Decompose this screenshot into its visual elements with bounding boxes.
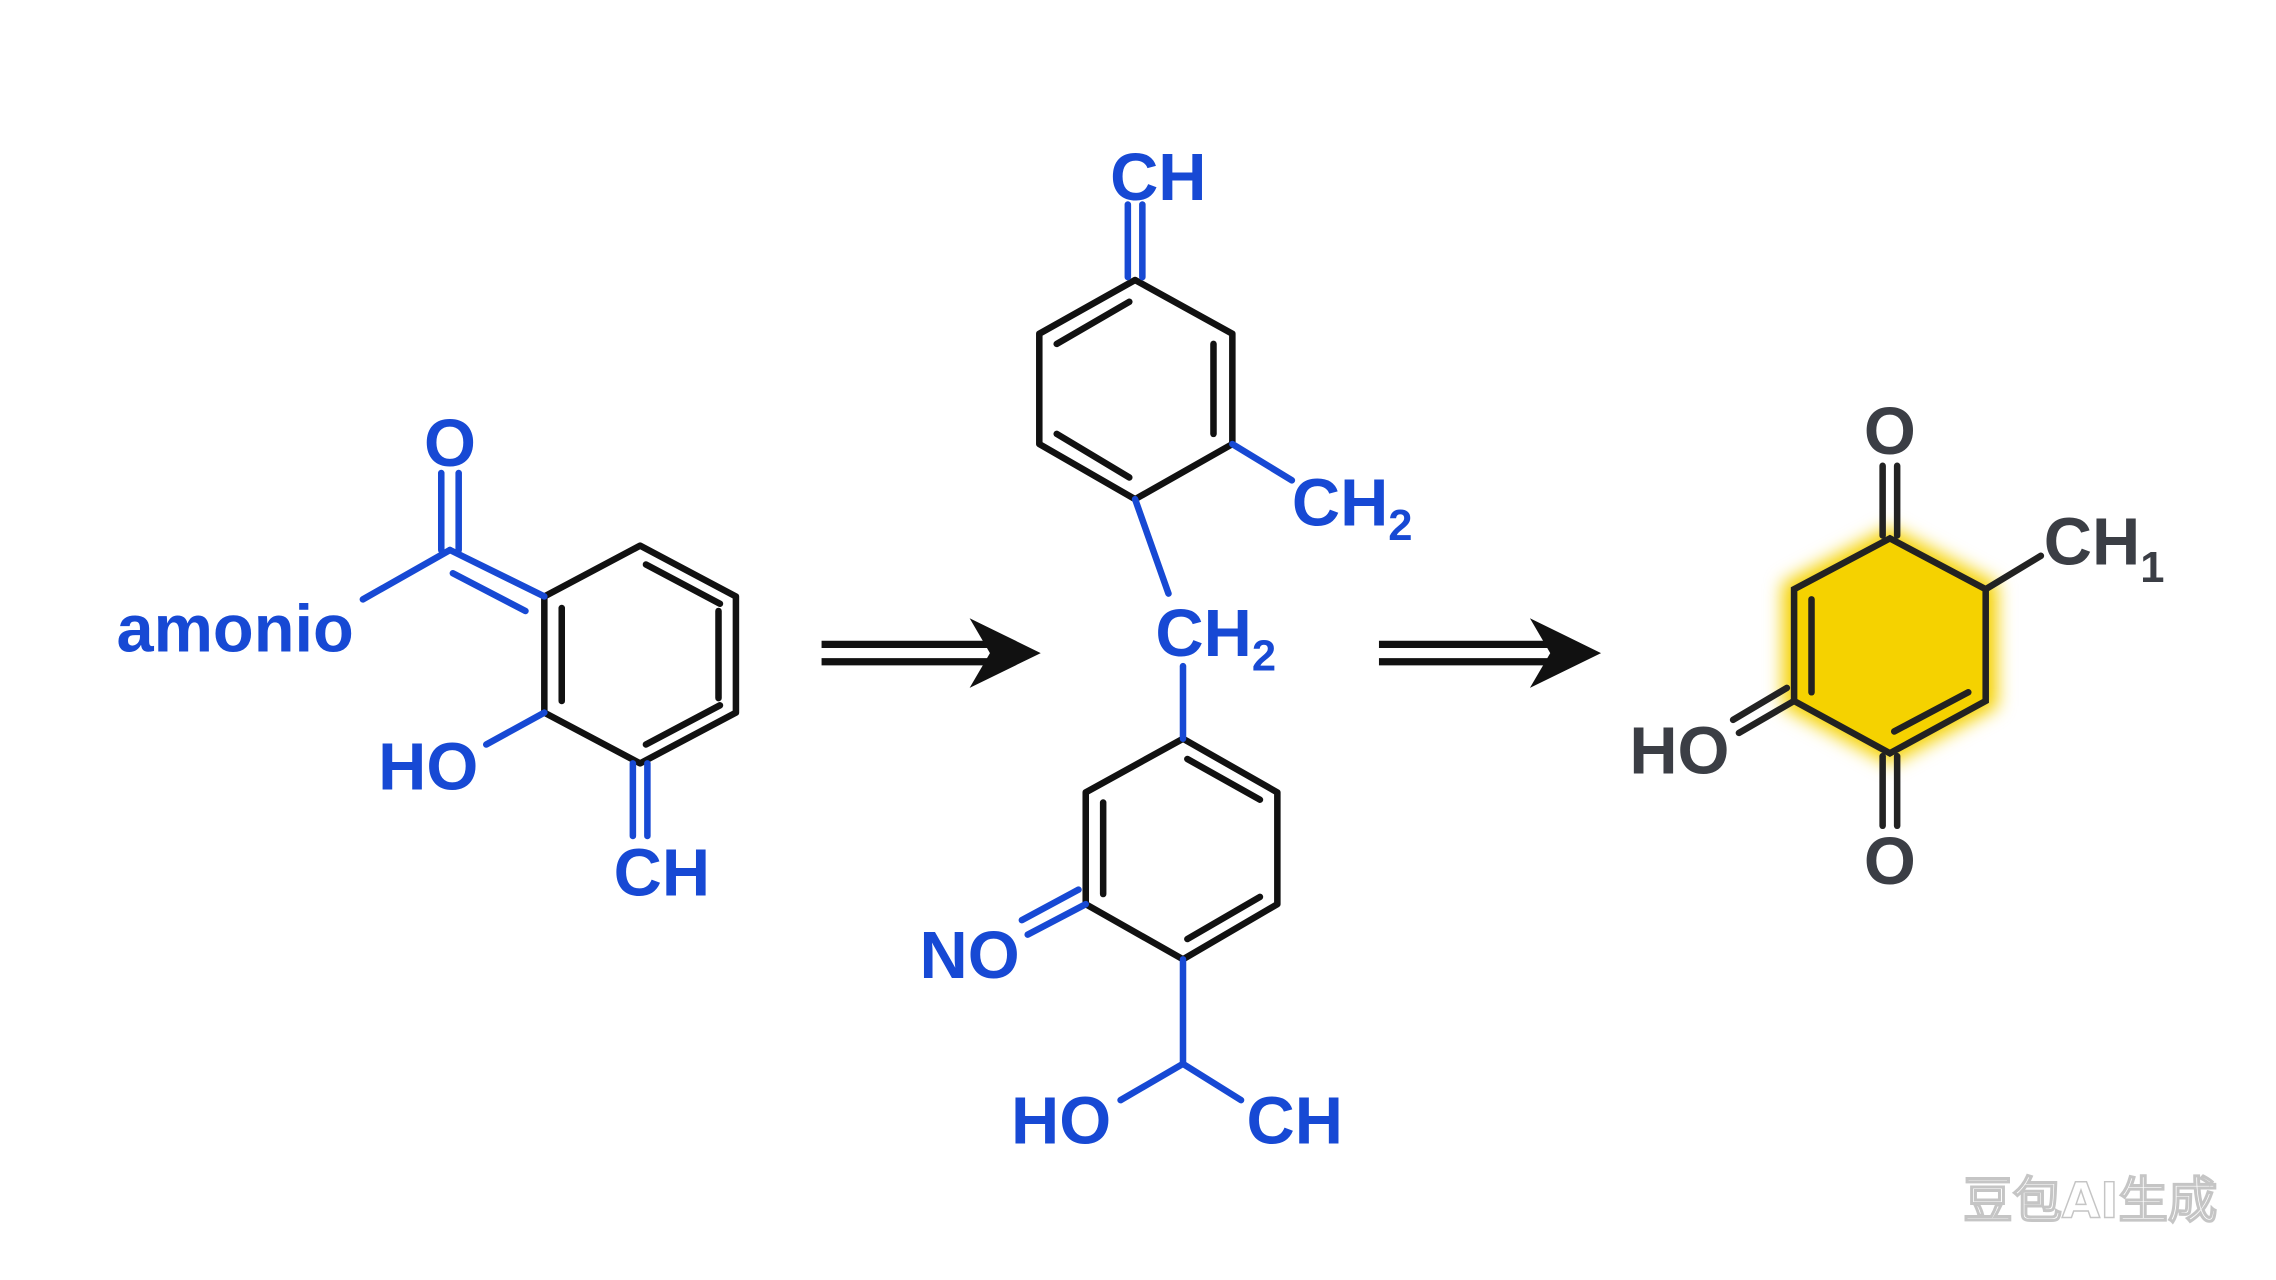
ch-bottom-label: CH: [1247, 1085, 1343, 1159]
nitroso-label: NO: [920, 919, 1020, 993]
bridge-ch2-label: CH2: [1155, 597, 1276, 681]
molecule-3: O CH1 HO O: [1629, 395, 2164, 899]
substituent-bonds: [1729, 462, 2045, 830]
top-ch-label: CH: [1110, 141, 1206, 215]
methyl-label: CH1: [2044, 506, 2165, 592]
bottom-ring-double-bonds: [1099, 755, 1264, 943]
hydroxyl-label: HO: [1629, 715, 1729, 789]
benzene-ring: [541, 542, 740, 767]
substituent-bonds: [359, 469, 651, 840]
reaction-arrow-2: [1378, 618, 1602, 688]
quinone-fill: [1794, 538, 1986, 754]
amonio-label: amonio: [116, 593, 353, 667]
hydroxyl-label: HO: [1011, 1085, 1111, 1159]
bottom-oxygen-label: O: [1864, 825, 1916, 899]
ring-double-bonds: [558, 561, 724, 748]
ring-double-bonds: [1808, 596, 1972, 735]
carbonyl-oxygen-label: O: [424, 407, 476, 481]
top-oxygen-label: O: [1864, 395, 1916, 469]
watermark: 豆包AI生成: [1963, 1172, 2217, 1230]
bottom-benzene-ring: [1082, 735, 1281, 963]
top-ring-double-bonds: [1053, 298, 1217, 481]
substituent-bonds: [1018, 201, 1296, 1104]
reaction-arrow-1: [821, 618, 1041, 688]
ch2-right-label: CH2: [1292, 466, 1413, 550]
molecule-1: O amonio HO CH: [116, 407, 740, 910]
methine-label: CH: [614, 836, 710, 910]
hydroxyl-label: HO: [378, 731, 478, 805]
molecule-2: CH CH2 CH2 NO HO CH: [920, 141, 1413, 1158]
top-benzene-ring: [1036, 276, 1236, 503]
